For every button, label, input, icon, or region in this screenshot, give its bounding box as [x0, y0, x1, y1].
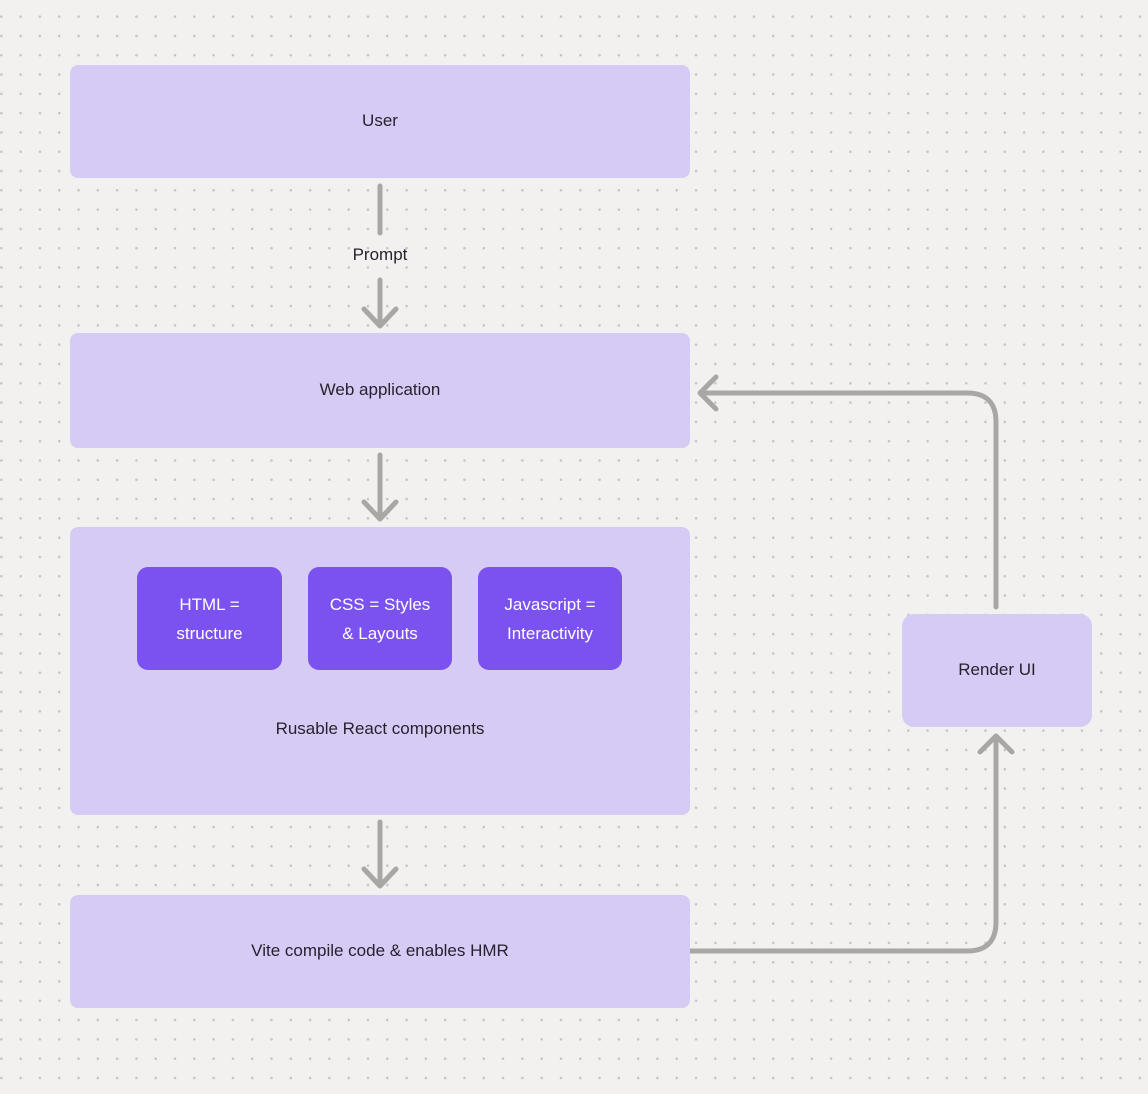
arrowhead-into-webapp-icon — [361, 306, 399, 329]
components-group-label: Rusable React components — [275, 718, 485, 738]
chip-javascript[interactable]: Javascript = Interactivity — [478, 567, 622, 670]
arrowhead-into-vite-icon — [361, 866, 399, 889]
node-vite-label: Vite compile code & enables HMR — [251, 941, 509, 961]
edge-label-prompt: Prompt — [352, 245, 408, 264]
node-components-group[interactable]: HTML = structure CSS = Styles & Layouts … — [70, 527, 690, 815]
chip-html[interactable]: HTML = structure — [137, 567, 282, 670]
arrowhead-into-renderui-icon — [977, 733, 1015, 755]
arrowhead-into-webapp-right-icon — [697, 374, 719, 412]
chip-css-label: CSS = Styles & Layouts — [329, 594, 431, 643]
node-web-application[interactable]: Web application — [70, 333, 690, 448]
node-user[interactable]: User — [70, 65, 690, 178]
node-vite[interactable]: Vite compile code & enables HMR — [70, 895, 690, 1008]
connector-renderui-to-webapp — [700, 390, 999, 610]
node-user-label: User — [362, 111, 398, 131]
chip-html-label: HTML = structure — [176, 594, 243, 643]
node-render-ui-label: Render UI — [958, 660, 1036, 680]
connector-vite-to-renderui — [687, 737, 999, 954]
node-render-ui[interactable]: Render UI — [902, 614, 1092, 727]
chip-javascript-label: Javascript = Interactivity — [504, 594, 596, 643]
chip-css[interactable]: CSS = Styles & Layouts — [308, 567, 452, 670]
arrowhead-into-components-icon — [361, 499, 399, 522]
node-web-application-label: Web application — [319, 380, 441, 400]
